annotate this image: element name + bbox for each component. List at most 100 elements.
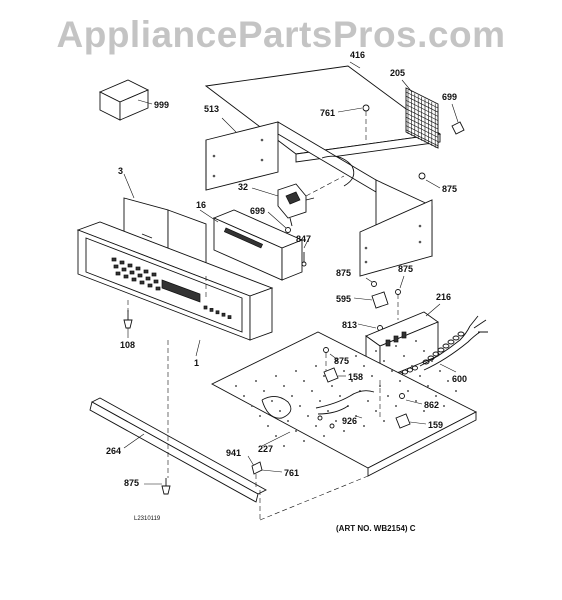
plate-hole [455,390,457,392]
panel-key [121,267,127,272]
plate-hole [315,365,317,367]
part-513-chassis [205,117,433,277]
panel-key [203,305,208,310]
plate-hole [371,375,373,377]
plate-hole [283,445,285,447]
plate-hole [283,385,285,387]
callout-158: 158 [348,372,363,382]
cord-coil-loop [442,343,450,349]
part-699-screw-mid [267,211,291,233]
callout-999: 999 [154,100,169,110]
callout-847: 847 [296,234,311,244]
plate-hole [431,360,433,362]
callout-595: 595 [336,294,351,304]
plate-hole [363,425,365,427]
plate-hole [447,380,449,382]
plate-hole [383,360,385,362]
panel-key [139,280,145,285]
panel-key [135,266,141,271]
part-595-clip [353,291,389,309]
panel-key [221,312,226,317]
art-number: (ART NO. WB2154) C [336,524,416,533]
plate-hole [335,360,337,362]
callout-875-c: 875 [398,264,413,274]
panel-key [123,274,129,279]
plate-hole [343,370,345,372]
part-108-screw [123,310,133,338]
part-158-bracket [323,367,346,383]
plate-hole [275,435,277,437]
part-205-rear-grille [401,79,439,149]
callout-926: 926 [342,416,357,426]
plate-hole [411,365,413,367]
plate-hole [443,405,445,407]
plate-hole [275,375,277,377]
plate-hole [355,355,357,357]
plate-hole [379,385,381,387]
panel-key [153,279,159,284]
plate-hole [375,410,377,412]
plate-hole [351,380,353,382]
callout-108: 108 [120,340,135,350]
callout-761-top: 761 [320,108,335,118]
panel-key [127,263,133,268]
plate-hole [407,390,409,392]
panel-key [215,310,220,315]
cord-coil-loop [422,359,430,365]
plate-hole [291,395,293,397]
panel-key [145,276,151,281]
panel-key [147,283,153,288]
part-875-screw-b [365,277,377,287]
callout-862: 862 [424,400,439,410]
callout-875-e: 875 [124,478,139,488]
plate-hole [235,385,237,387]
grille-slat [405,108,439,126]
panel-key [119,260,125,265]
panel-key [143,269,149,274]
plate-hole [395,405,397,407]
part-264-front-rail [89,397,267,503]
part-761-screw-bottom [251,461,283,490]
callout-699-top: 699 [442,92,457,102]
plate-hole [295,430,297,432]
part-1-front-panel [76,221,274,357]
callout-264: 264 [106,446,121,456]
watermark-text: AppliancePartsPros.com [56,14,506,55]
plate-hole [367,400,369,402]
part-600-power-cord [377,315,488,385]
plate-hole [383,420,385,422]
panel-key [151,272,157,277]
callout-216: 216 [436,292,451,302]
panel-key [209,308,214,312]
grille-slat [405,104,439,121]
chassis-hole [260,138,264,142]
part-862-sensor [399,393,423,405]
plate-hole [323,375,325,377]
callout-32: 32 [238,182,248,192]
plate-hole [251,405,253,407]
grille-slat [405,125,439,142]
grille-slat [405,91,439,109]
part-159-bracket [395,413,427,429]
plate-hole [391,370,393,372]
panel-key [137,273,143,278]
panel-key [111,257,117,262]
assembly-guide-lines [127,276,399,521]
plate-hole [331,385,333,387]
cord-coil-loop [452,335,460,341]
grille-slat [405,116,439,134]
panel-key [131,277,137,282]
panel-key [155,286,161,291]
plate-hole [279,410,281,412]
panel-key [113,264,119,269]
part-227-bottom-plate [211,331,477,477]
plate-hole [415,400,417,402]
part-761-screw-top [337,104,370,140]
part-32-switch [251,175,345,227]
part-875-screw-a [418,172,441,189]
callout-159: 159 [428,420,443,430]
plate-hole [399,380,401,382]
callout-813: 813 [342,320,357,330]
plate-hole [395,345,397,347]
